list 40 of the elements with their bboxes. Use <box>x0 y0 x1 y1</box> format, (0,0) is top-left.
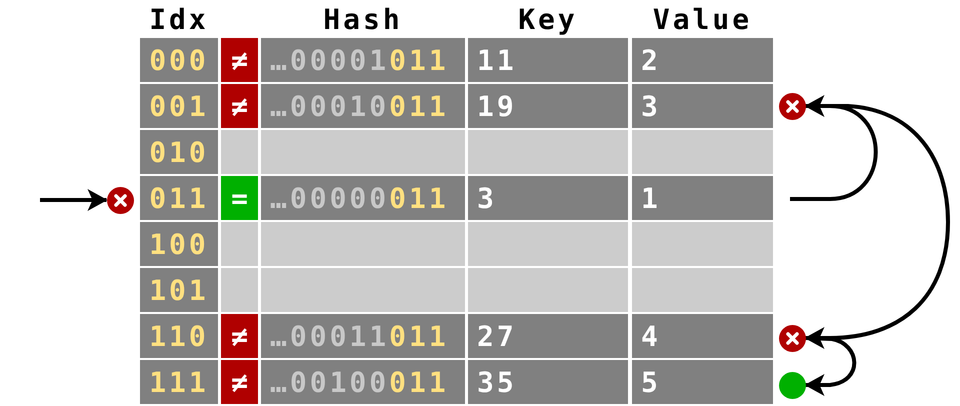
dot-icon <box>778 372 806 398</box>
hash-cell: …00100011 <box>261 360 465 404</box>
index-cell: 110 <box>140 314 218 358</box>
value-cell: 1 <box>632 176 773 220</box>
value-cell: 3 <box>632 84 773 128</box>
index-cell: 010 <box>140 130 218 174</box>
key-cell: 27 <box>468 314 628 358</box>
key-cell: 35 <box>468 360 628 404</box>
key-cell: 3 <box>468 176 628 220</box>
index-cell: 111 <box>140 360 218 404</box>
column-header: Key <box>517 2 579 38</box>
index-cell: 100 <box>140 222 218 266</box>
key-cell: 19 <box>468 84 628 128</box>
hash-cell: …00011011 <box>261 314 465 358</box>
comparison-cell: = <box>221 176 258 220</box>
comparison-cell: ≠ <box>221 38 258 82</box>
comparison-cell: ≠ <box>221 84 258 128</box>
x-mark-icon <box>778 92 806 120</box>
index-cell: 101 <box>140 268 218 312</box>
comparison-cell: ≠ <box>221 314 258 358</box>
index-cell: 001 <box>140 84 218 128</box>
value-cell: 2 <box>632 38 773 82</box>
x-mark-icon <box>106 186 134 214</box>
comparison-cell: ≠ <box>221 360 258 404</box>
column-header: Value <box>652 2 754 38</box>
index-cell: 000 <box>140 38 218 82</box>
arrow <box>40 189 108 211</box>
hash-cell: …00010011 <box>261 84 465 128</box>
x-mark-icon <box>778 324 806 352</box>
value-cell: 5 <box>632 360 773 404</box>
column-header: Hash <box>322 2 404 38</box>
arrow <box>804 104 950 349</box>
column-header: Idx <box>148 2 210 38</box>
value-cell: 4 <box>632 314 773 358</box>
arrow <box>790 95 878 201</box>
arrow <box>804 336 856 396</box>
hash-cell: …00001011 <box>261 38 465 82</box>
key-cell: 11 <box>468 38 628 82</box>
hash-cell: …00000011 <box>261 176 465 220</box>
index-cell: 011 <box>140 176 218 220</box>
